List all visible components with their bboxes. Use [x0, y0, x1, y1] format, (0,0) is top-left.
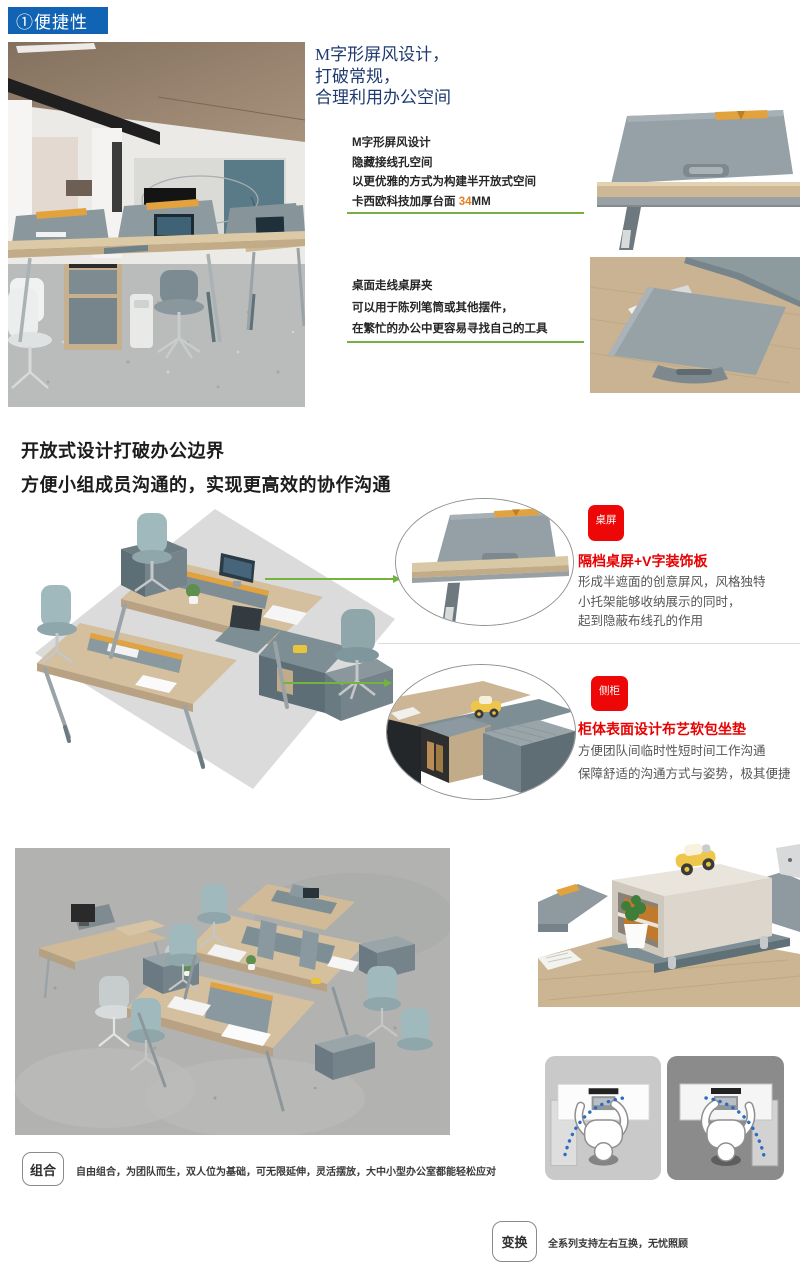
open-office-aerial-photo	[15, 848, 450, 1135]
callout-arrowhead-1-icon	[393, 575, 401, 583]
hero-headline-line3: 合理利用办公空间	[315, 88, 451, 107]
swap-diagram-right	[667, 1056, 784, 1180]
workstation-render	[25, 497, 400, 802]
section-title: ①便捷性	[16, 13, 88, 32]
thickness-value: 34	[458, 195, 472, 208]
callout1-body: 形成半遮面的创意屏风，风格独特 小托架能够收纳展示的同时， 起到隐蔽布线孔的作用	[578, 573, 766, 632]
callout-arrowhead-2-icon	[384, 679, 392, 687]
feature1-line1: M字形屏风设计	[352, 137, 431, 149]
desk-screen-detail-photo-2	[590, 257, 800, 393]
collab-heading-2: 方便小组成员沟通的，实现更高效的协作沟通	[21, 475, 391, 495]
callout2-body: 方便团队间临时性短时间工作沟通 保障舒适的沟通方式与姿势，极其便捷	[578, 740, 791, 785]
callout1-line1: 形成半遮面的创意屏风，风格独特	[578, 575, 766, 589]
hero-headline: M字形屏风设计， 打破常规， 合理利用办公空间	[315, 44, 451, 109]
combo-label-pill: 组合	[22, 1152, 64, 1186]
callout2-line1: 方便团队间临时性短时间工作沟通	[578, 744, 766, 758]
cabinet-callout-oval	[386, 664, 576, 800]
desktop-shelf-photo	[538, 840, 800, 1007]
green-rule-2	[347, 341, 584, 343]
callout2-title: 柜体表面设计布艺软包坐垫	[578, 721, 746, 737]
office-interior-photo	[8, 42, 305, 407]
callout2-line2: 保障舒适的沟通方式与姿势，极其便捷	[578, 766, 791, 781]
green-rule-1	[347, 212, 584, 214]
callout1-line3: 起到隐蔽布线孔的作用	[578, 614, 704, 628]
feature-block-2: 桌面走线桌屏夹 可以用于陈列笔筒或其他摆件， 在繁忙的办公中更容易寻找自己的工具	[352, 276, 548, 341]
callout1-title: 隔档桌屏+V字装饰板	[578, 553, 708, 569]
feature1-line3: 以更优雅的方式为构建半开放式空间	[352, 176, 536, 188]
feature-block-1: M字形屏风设计 隐藏接线孔空间 以更优雅的方式为构建半开放式空间 卡西欧科技加厚…	[352, 134, 536, 212]
swap-label-pill: 变换	[492, 1221, 537, 1262]
swap-diagram-left	[545, 1056, 661, 1180]
callout-arrow-line-2	[283, 682, 384, 684]
section-title-badge: ①便捷性	[8, 7, 108, 34]
feature2-line2: 可以用于陈列笔筒或其他摆件，	[352, 301, 513, 314]
feature1-line2: 隐藏接线孔空间	[352, 156, 433, 169]
badge-desk-screen: 桌屏	[588, 505, 624, 541]
swap-label: 变换	[501, 1235, 528, 1250]
desk-screen-detail-photo-1	[597, 108, 800, 250]
callout-arrow-line-1	[265, 578, 393, 580]
feature1-line4: 卡西欧科技加厚台面 34MM	[352, 195, 491, 208]
combo-description: 自由组合，为团队而生，双人位为基础，可无限延伸，灵活摆放，大中小型办公室都能轻松…	[76, 1167, 496, 1178]
combo-label: 组合	[29, 1162, 56, 1178]
swap-description: 全系列支持左右互换，无忧照顾	[548, 1239, 688, 1250]
callout-divider	[378, 643, 800, 644]
feature2-line1: 桌面走线桌屏夹	[352, 280, 433, 292]
feature2-line3: 在繁忙的办公中更容易寻找自己的工具	[352, 323, 548, 335]
hero-headline-line1: M字形屏风设计，	[315, 45, 450, 64]
badge-side-cabinet: 侧柜	[591, 676, 628, 711]
callout1-line2: 小托架能够收纳展示的同时，	[578, 594, 741, 609]
collab-heading-1: 开放式设计打破办公边界	[21, 441, 225, 461]
hero-headline-line2: 打破常规，	[315, 66, 400, 86]
screen-callout-oval	[395, 498, 574, 626]
